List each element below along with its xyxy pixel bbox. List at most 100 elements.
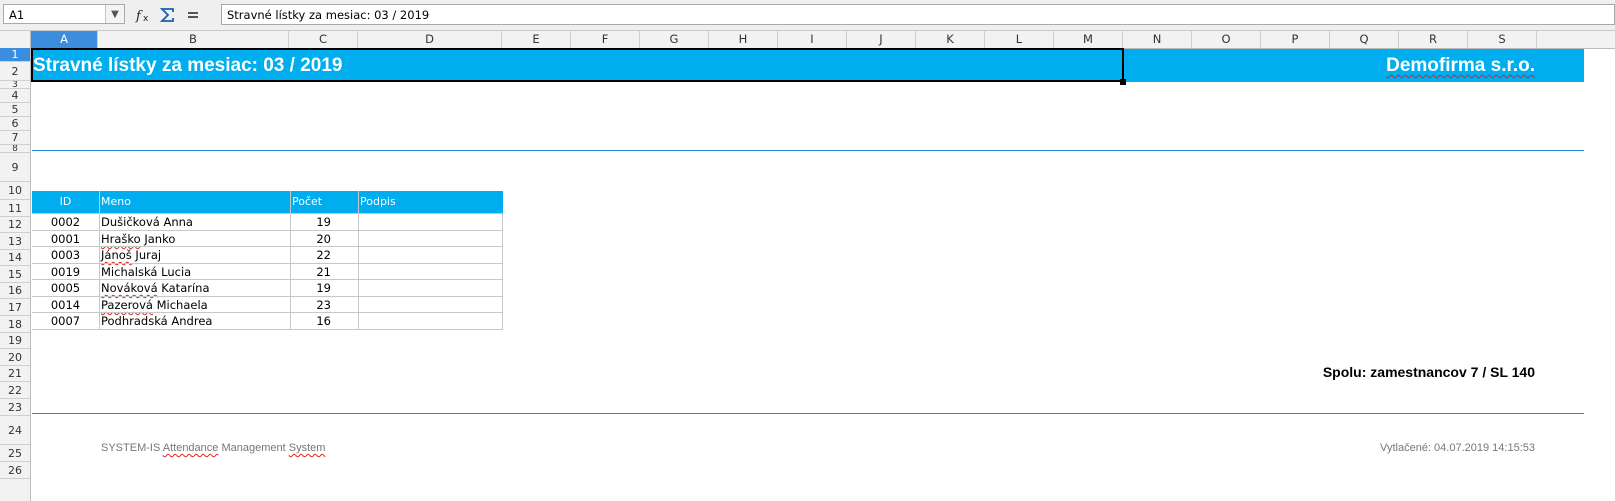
row-header-18[interactable]: 18 xyxy=(0,316,30,333)
column-header-h[interactable]: H xyxy=(709,31,778,48)
fill-handle[interactable] xyxy=(1120,79,1126,85)
cell-podpis[interactable] xyxy=(360,313,500,329)
surname: Michalská xyxy=(101,265,158,279)
sheet-title[interactable]: Stravné lístky za mesiac: 03 / 2019 xyxy=(33,55,343,76)
cell-meno[interactable]: Podhradská Andrea xyxy=(101,313,287,329)
row-header-9[interactable]: 9 xyxy=(0,153,30,182)
column-header-q[interactable]: Q xyxy=(1330,31,1399,48)
equals-icon[interactable] xyxy=(183,5,203,25)
column-header-b[interactable]: B xyxy=(98,31,289,48)
footer-printed-date[interactable]: Vytlačené: 04.07.2019 14:15:53 xyxy=(1380,442,1535,454)
surname: Hraško xyxy=(101,232,141,246)
column-header-m[interactable]: M xyxy=(1054,31,1123,48)
column-header-o[interactable]: O xyxy=(1192,31,1261,48)
header-meno[interactable]: Meno xyxy=(101,195,131,208)
row-header-22[interactable]: 22 xyxy=(0,382,30,399)
first-name: Anna xyxy=(163,215,193,229)
row-header-20[interactable]: 20 xyxy=(0,349,30,366)
header-pocet[interactable]: Počet xyxy=(292,195,323,208)
row-header-23[interactable]: 23 xyxy=(0,399,30,416)
cell-podpis[interactable] xyxy=(360,247,500,263)
column-header-a[interactable]: A xyxy=(31,31,98,48)
cell-podpis[interactable] xyxy=(360,264,500,280)
header-id[interactable]: ID xyxy=(59,195,72,208)
row-header-19[interactable]: 19 xyxy=(0,333,30,349)
row-header-21[interactable]: 21 xyxy=(0,366,30,382)
cell-pocet[interactable]: 19 xyxy=(316,281,331,295)
cell-id[interactable]: 0014 xyxy=(50,298,81,312)
select-all-corner[interactable] xyxy=(0,31,31,48)
row-header-5[interactable]: 5 xyxy=(0,103,30,117)
table-gridline xyxy=(32,230,503,231)
row-header-3[interactable]: 3 xyxy=(0,81,30,89)
row-header-13[interactable]: 13 xyxy=(0,233,30,250)
column-header-c[interactable]: C xyxy=(289,31,358,48)
footer-system-name[interactable]: SYSTEM-IS Attendance Management System xyxy=(101,442,326,454)
column-header-r[interactable]: R xyxy=(1399,31,1468,48)
row-header-12[interactable]: 12 xyxy=(0,217,30,233)
cell-id[interactable]: 0001 xyxy=(50,232,81,246)
cell-podpis[interactable] xyxy=(360,297,500,313)
cell-meno[interactable]: Pazerová Michaela xyxy=(101,297,287,313)
cell-id[interactable]: 0002 xyxy=(50,215,81,229)
cell-meno[interactable]: Dušičková Anna xyxy=(101,214,287,230)
row-header-1[interactable]: 1 xyxy=(0,48,30,62)
row-header-2[interactable]: 2 xyxy=(0,62,30,81)
row-header-16[interactable]: 16 xyxy=(0,283,30,299)
column-header-k[interactable]: K xyxy=(916,31,985,48)
row-header-24[interactable]: 24 xyxy=(0,416,30,445)
cell-pocet[interactable]: 23 xyxy=(316,298,331,312)
row-header-25[interactable]: 25 xyxy=(0,445,30,462)
column-header-s[interactable]: S xyxy=(1468,31,1537,48)
cell-pocet[interactable]: 20 xyxy=(316,232,331,246)
cell-meno[interactable]: Jánoš Juraj xyxy=(101,247,287,263)
cell-pocet[interactable]: 22 xyxy=(316,248,331,262)
name-box[interactable]: A1 ▼ xyxy=(3,4,125,24)
header-podpis[interactable]: Podpis xyxy=(360,195,396,208)
cell-pocet[interactable]: 19 xyxy=(316,215,331,229)
cell-pocet[interactable]: 21 xyxy=(316,265,331,279)
column-header-e[interactable]: E xyxy=(502,31,571,48)
row-header-7[interactable]: 7 xyxy=(0,131,30,145)
cell-id[interactable]: 0019 xyxy=(50,265,81,279)
title-band xyxy=(32,49,1584,82)
cell-pocet[interactable]: 16 xyxy=(316,314,331,328)
surname: Jánoš xyxy=(101,248,132,262)
company-name[interactable]: Demofirma s.r.o. xyxy=(1386,55,1535,76)
row-header-4[interactable]: 4 xyxy=(0,89,30,103)
row-header-26[interactable]: 26 xyxy=(0,462,30,479)
cell-id[interactable]: 0007 xyxy=(50,314,81,328)
cell-podpis[interactable] xyxy=(360,280,500,296)
row-header-11[interactable]: 11 xyxy=(0,200,30,217)
column-header-n[interactable]: N xyxy=(1123,31,1192,48)
column-header-j[interactable]: J xyxy=(847,31,916,48)
column-header-l[interactable]: L xyxy=(985,31,1054,48)
cell-meno[interactable]: Hraško Janko xyxy=(101,231,287,247)
surname: Nováková xyxy=(101,281,158,295)
total-summary[interactable]: Spolu: zamestnancov 7 / SL 140 xyxy=(1322,364,1535,380)
chevron-down-icon[interactable]: ▼ xyxy=(105,5,124,23)
column-header-d[interactable]: D xyxy=(358,31,502,48)
row-header-6[interactable]: 6 xyxy=(0,117,30,131)
column-header-f[interactable]: F xyxy=(571,31,640,48)
cell-podpis[interactable] xyxy=(360,231,500,247)
sum-icon[interactable] xyxy=(158,5,178,25)
row-header-10[interactable]: 10 xyxy=(0,182,30,200)
formula-input[interactable]: Stravné lístky za mesiac: 03 / 2019 xyxy=(221,4,1615,25)
column-header-i[interactable]: I xyxy=(778,31,847,48)
column-header-g[interactable]: G xyxy=(640,31,709,48)
cell-id[interactable]: 0005 xyxy=(50,281,81,295)
cell-podpis[interactable] xyxy=(360,214,500,230)
cell-id[interactable]: 0003 xyxy=(50,248,81,262)
row-header-8[interactable]: 8 xyxy=(0,145,30,153)
cell-meno[interactable]: Nováková Katarína xyxy=(101,280,287,296)
cell-meno[interactable]: Michalská Lucia xyxy=(101,264,287,280)
column-header-p[interactable]: P xyxy=(1261,31,1330,48)
table-gridline xyxy=(32,246,503,247)
row-header-17[interactable]: 17 xyxy=(0,299,30,316)
row-header-14[interactable]: 14 xyxy=(0,250,30,266)
row-header-15[interactable]: 15 xyxy=(0,266,30,283)
